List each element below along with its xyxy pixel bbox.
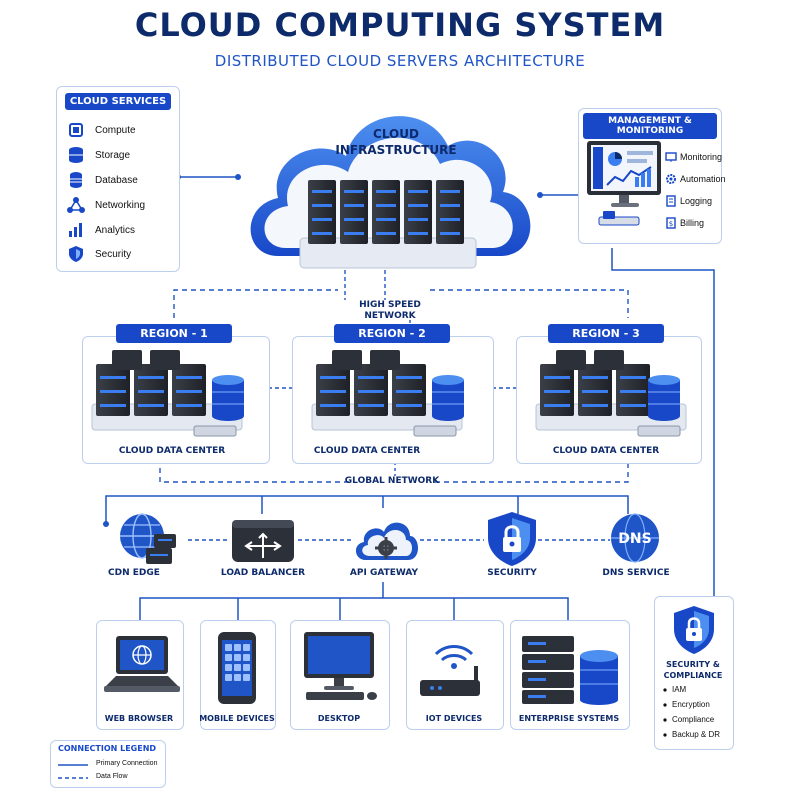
edge-label-api-gateway: API GATEWAY [349, 568, 419, 578]
cloud-label-1: CLOUD [373, 127, 419, 141]
region-2-header: REGION - 2 [334, 324, 450, 343]
api-gateway-icon[interactable] [350, 508, 422, 568]
page-subtitle: DISTRIBUTED CLOUD SERVERS ARCHITECTURE [214, 52, 586, 70]
enterprise-servers-icon [522, 636, 618, 705]
compliance-item-iam: IAM [672, 685, 687, 694]
legend-lines [58, 764, 88, 779]
client-label-mobile: MOBILE DEVICES [199, 714, 275, 723]
edge-label-security: SECURITY [487, 568, 537, 578]
client-label-iot: IOT DEVICES [425, 714, 483, 723]
gear-icon [666, 174, 676, 184]
monitor-dashboard-icon [587, 141, 661, 226]
service-security[interactable]: Security [67, 243, 131, 265]
monitoring-icon [665, 152, 677, 162]
desktop-icon [304, 632, 377, 700]
global-network-label: GLOBAL NETWORK [344, 476, 440, 486]
connection-legend [50, 740, 166, 788]
region-1-label: CLOUD DATA CENTER [118, 446, 226, 456]
page-title: CLOUD COMPUTING SYSTEM [134, 6, 666, 44]
security-shield-icon[interactable] [484, 510, 540, 568]
legend-header: CONNECTION LEGEND [58, 744, 157, 753]
management-header: MANAGEMENT & MONITORING [583, 113, 717, 139]
compliance-item-compliance: Compliance [672, 715, 715, 724]
log-document-icon [666, 195, 676, 207]
cloud-infrastructure: CLOUD INFRASTRUCTURE [250, 116, 531, 269]
cloud-label-2: INFRASTRUCTURE [335, 143, 456, 157]
svg-text:$: $ [669, 220, 673, 228]
compliance-item-encryption: Encryption [672, 700, 710, 709]
compliance-title-2: COMPLIANCE [663, 671, 723, 680]
region-3-header: REGION - 3 [548, 324, 664, 343]
region-3-label: CLOUD DATA CENTER [552, 446, 660, 456]
datacenter-servers-3 [535, 350, 687, 437]
region-2-label: CLOUD DATA CENTER [313, 446, 421, 456]
dns-text: DNS [618, 531, 651, 547]
management-item-logging[interactable]: Logging [680, 196, 713, 206]
edge-label-load-balancer: LOAD BALANCER [220, 568, 306, 578]
laptop-icon [104, 636, 180, 692]
storage-cylinder-icon [432, 375, 464, 421]
server-rack-icon [308, 180, 464, 244]
network-label-2: NETWORK [364, 311, 416, 321]
shield-icon [69, 246, 83, 262]
datacenter-servers-2 [311, 350, 464, 437]
legend-data-flow: Data Flow [96, 773, 128, 780]
datacenter-servers-1 [91, 350, 244, 437]
compliance-bullets [663, 688, 667, 737]
service-storage[interactable]: Storage [67, 144, 130, 166]
client-iot-devices[interactable] [406, 620, 504, 730]
iot-router-icon [420, 645, 480, 696]
service-database[interactable]: Database [67, 169, 138, 191]
cloud-services-panel: CLOUD SERVICES Compute Storage Database … [56, 86, 180, 272]
network-label-1: HIGH SPEED [359, 300, 421, 310]
cloud-services-header: CLOUD SERVICES [65, 93, 171, 110]
service-analytics[interactable]: Analytics [67, 219, 135, 241]
edge-label-dns: DNS SERVICE [602, 568, 670, 578]
service-compute[interactable]: Compute [67, 119, 136, 141]
management-item-billing[interactable]: Billing [680, 218, 705, 228]
edge-label-cdn: CDN EDGE [108, 568, 160, 578]
network-icon [67, 197, 85, 213]
storage-cylinder-icon [648, 375, 680, 421]
compliance-title-1: SECURITY & [666, 660, 720, 669]
region-1-header: REGION - 1 [116, 324, 232, 343]
compliance-shield-icon [674, 606, 714, 654]
storage-icon [69, 147, 83, 163]
billing-icon: $ [666, 217, 676, 229]
management-item-monitoring[interactable]: Monitoring [680, 152, 723, 162]
storage-cylinder-icon [212, 375, 244, 421]
management-panel: MANAGEMENT & MONITORING Monitoring Autom… [578, 108, 726, 244]
legend-primary-connection: Primary Connection [96, 760, 158, 767]
analytics-icon [69, 223, 82, 237]
management-item-automation[interactable]: Automation [680, 174, 726, 184]
dns-globe-icon[interactable]: DNS [608, 510, 662, 566]
client-label-web-browser: WEB BROWSER [104, 714, 174, 723]
service-networking[interactable]: Networking [67, 194, 145, 216]
load-balancer-icon[interactable] [228, 516, 298, 566]
globe-icon [120, 513, 176, 564]
client-label-enterprise: ENTERPRISE SYSTEMS [518, 714, 620, 723]
smartphone-icon [218, 632, 256, 704]
chip-icon [69, 123, 83, 137]
database-icon [70, 172, 82, 188]
compliance-item-backup: Backup & DR [672, 730, 721, 739]
client-label-desktop: DESKTOP [317, 714, 361, 723]
